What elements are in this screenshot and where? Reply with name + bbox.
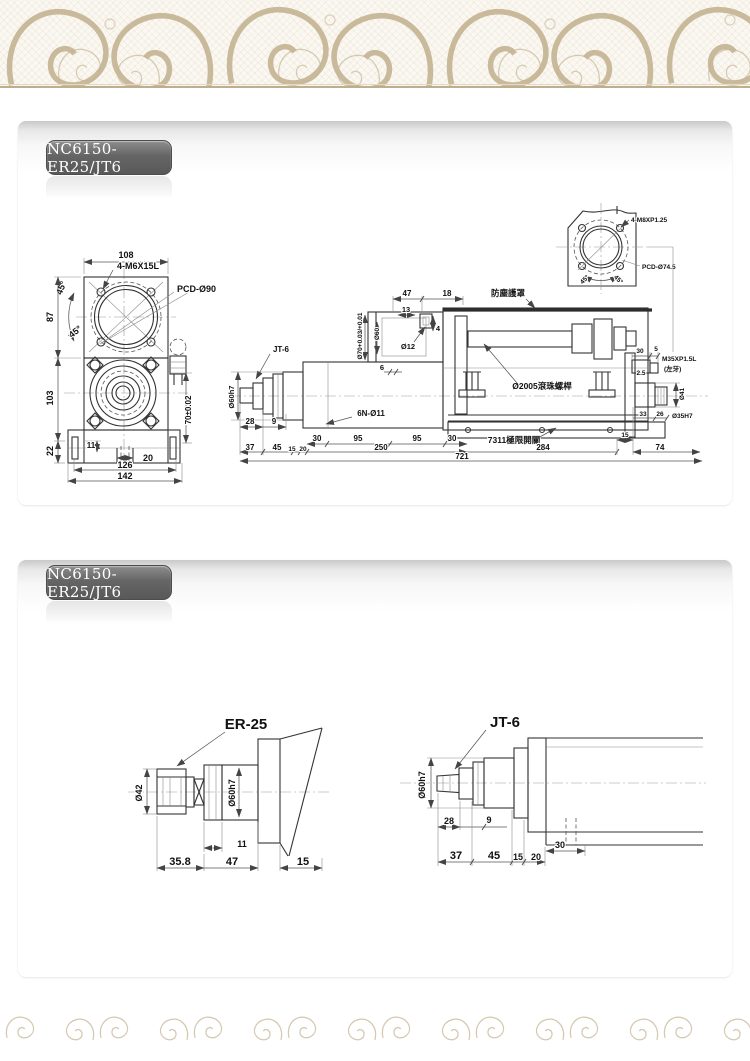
model-badge-2: NC6150-ER25/JT6 bbox=[46, 564, 172, 601]
model-badge-2-reflection bbox=[46, 601, 172, 631]
drawing-card-bottom bbox=[18, 560, 732, 977]
model-badge-1: NC6150-ER25/JT6 bbox=[46, 139, 172, 176]
model-badge-1-label: NC6150-ER25/JT6 bbox=[47, 139, 122, 176]
ornament-top-swirls bbox=[0, 0, 750, 88]
model-badge-2-label: NC6150-ER25/JT6 bbox=[47, 564, 122, 601]
ornamental-border-top bbox=[0, 0, 750, 88]
border-edge-line-light bbox=[0, 84, 750, 85]
border-edge-line bbox=[0, 86, 750, 88]
ornament-bottom-swirls bbox=[5, 1016, 750, 1041]
model-badge-1-reflection bbox=[46, 176, 172, 206]
ornamental-border-bottom bbox=[0, 1012, 750, 1044]
